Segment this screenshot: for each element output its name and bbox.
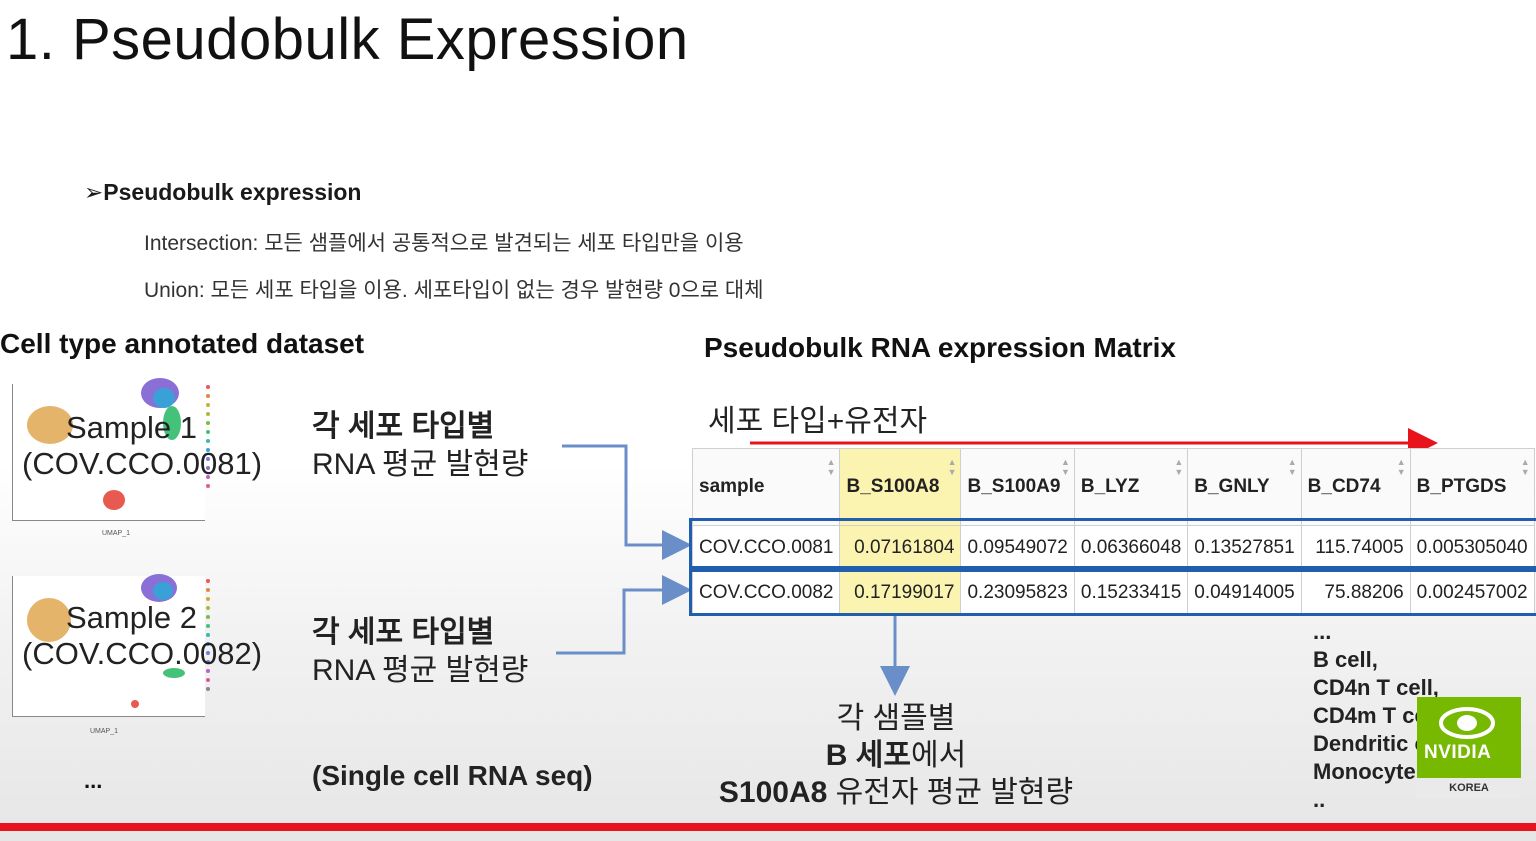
bullet-heading-text: Pseudobulk expression [103,179,362,205]
table-cell[interactable]: 0.07161804 [839,525,962,571]
sample-2-description: 각 세포 타입별 RNA 평균 발현량 [312,614,528,690]
column-header-b-lyz[interactable]: B_LYZ▲▼ [1073,448,1189,526]
sample-1-name: Sample 1 [66,410,197,445]
sort-icon[interactable]: ▲▼ [1520,457,1530,477]
column-header-b-ptgds[interactable]: B_PTGDS▲▼ [1409,448,1535,526]
table-cell[interactable]: 0.17199017 [839,570,962,616]
nvidia-region-label: KOREA [1417,778,1521,798]
sort-icon[interactable]: ▲▼ [1287,457,1297,477]
umap-legend-sample-2 [206,578,213,695]
union-text: Union: 모든 세포 타입을 이용. 세포타입이 없는 경우 발현량 0으로… [144,279,764,302]
sort-icon[interactable]: ▲▼ [1174,457,1184,477]
summary-line-2: B 세포에서 [825,739,967,772]
column-header-b-cd74[interactable]: B_CD74▲▼ [1300,448,1411,526]
umap-plot-sample-1 [12,378,205,521]
slide-title: 1. Pseudobulk Expression [6,7,689,72]
sample-2-name: Sample 2 [66,600,197,635]
table-cell[interactable]: 0.06366048 [1073,525,1189,571]
list-item: .. [1313,787,1326,812]
summary-line-3: S100A8 유전자 평균 발현량 [718,776,1074,809]
table-cell[interactable]: 0.23095823 [960,570,1075,616]
sample-1-description: 각 세포 타입별 RNA 평균 발현량 [312,408,528,484]
bullet-arrow-icon: ➢ [84,179,104,205]
table-cell[interactable]: 0.005305040 [1409,525,1535,571]
bullet-heading: ➢Pseudobulk expression [84,179,361,206]
row-highlight-box-2 [689,566,1536,616]
arrow-sample-1-to-row-1 [562,444,692,560]
sort-icon[interactable]: ▲▼ [1060,457,1070,477]
column-header-b-gnly[interactable]: B_GNLY▲▼ [1187,448,1302,526]
table-row[interactable]: COV.CCO.0082 0.17199017 0.23095823 0.152… [691,570,1535,616]
summary-line-1: 각 샘플별 [836,702,956,735]
umap-axis-label-2: UMAP_1 [90,728,119,735]
umap-plot-sample-2 [12,574,205,717]
umap-axis-label: UMAP_1 [102,530,131,537]
sort-icon[interactable]: ▲▼ [947,457,957,477]
table-cell[interactable]: 0.002457002 [1409,570,1535,616]
list-item: ... [1313,619,1332,644]
sort-icon[interactable]: ▲▼ [826,457,836,477]
arrow-sample-2-to-row-2 [556,575,692,655]
celltype-gene-label: 세포 타입+유전자 [708,405,928,438]
more-samples-ellipsis: ... [84,768,103,793]
intersection-text: Intersection: 모든 샘플에서 공통적으로 발견되는 세포 타입만을… [144,232,744,255]
matrix-heading: Pseudobulk RNA expression Matrix [704,332,1176,363]
list-item: CD4n T cell, [1313,675,1439,700]
row-highlight-box-1 [689,518,1536,572]
table-cell[interactable]: COV.CCO.0082 [691,570,841,616]
table-header-row: sample▲▼ B_S100A8▲▼ B_S100A9▲▼ B_LYZ▲▼ B… [691,448,1535,526]
nvidia-eye-icon [1439,707,1495,739]
method-label: (Single cell RNA seq) [312,760,593,791]
sort-icon[interactable]: ▲▼ [1396,457,1406,477]
cell-dataset-heading: Cell type annotated dataset [0,328,365,359]
umap-legend-sample-1 [206,384,213,492]
sample-1-desc-line2: RNA 평균 발현량 [312,448,529,481]
sample-2-desc-line1: 각 세포 타입별 [312,616,495,649]
table-cell[interactable]: 0.15233415 [1073,570,1189,616]
sample-1-desc-line1: 각 세포 타입별 [312,410,495,443]
table-cell[interactable]: 75.88206 [1300,570,1411,616]
list-item: Monocyte, [1313,759,1422,784]
bottom-accent-bar [0,823,1536,831]
column-header-b-s100a8[interactable]: B_S100A8▲▼ [839,448,962,526]
sample-1-id: (COV.CCO.0081) [22,446,263,481]
sample-2-desc-line2: RNA 평균 발현량 [312,654,529,687]
column-header-sample[interactable]: sample▲▼ [691,448,841,526]
table-cell[interactable]: 0.04914005 [1187,570,1302,616]
nvidia-wordmark: NVIDIA [1424,742,1492,763]
list-item: B cell, [1313,647,1378,672]
summary-text: 각 샘플별 B 세포에서 S100A8 유전자 평균 발현량 [706,700,1086,811]
column-header-b-s100a9[interactable]: B_S100A9▲▼ [960,448,1075,526]
table-cell[interactable]: COV.CCO.0081 [691,525,841,571]
sample-2-id: (COV.CCO.0082) [22,636,263,671]
